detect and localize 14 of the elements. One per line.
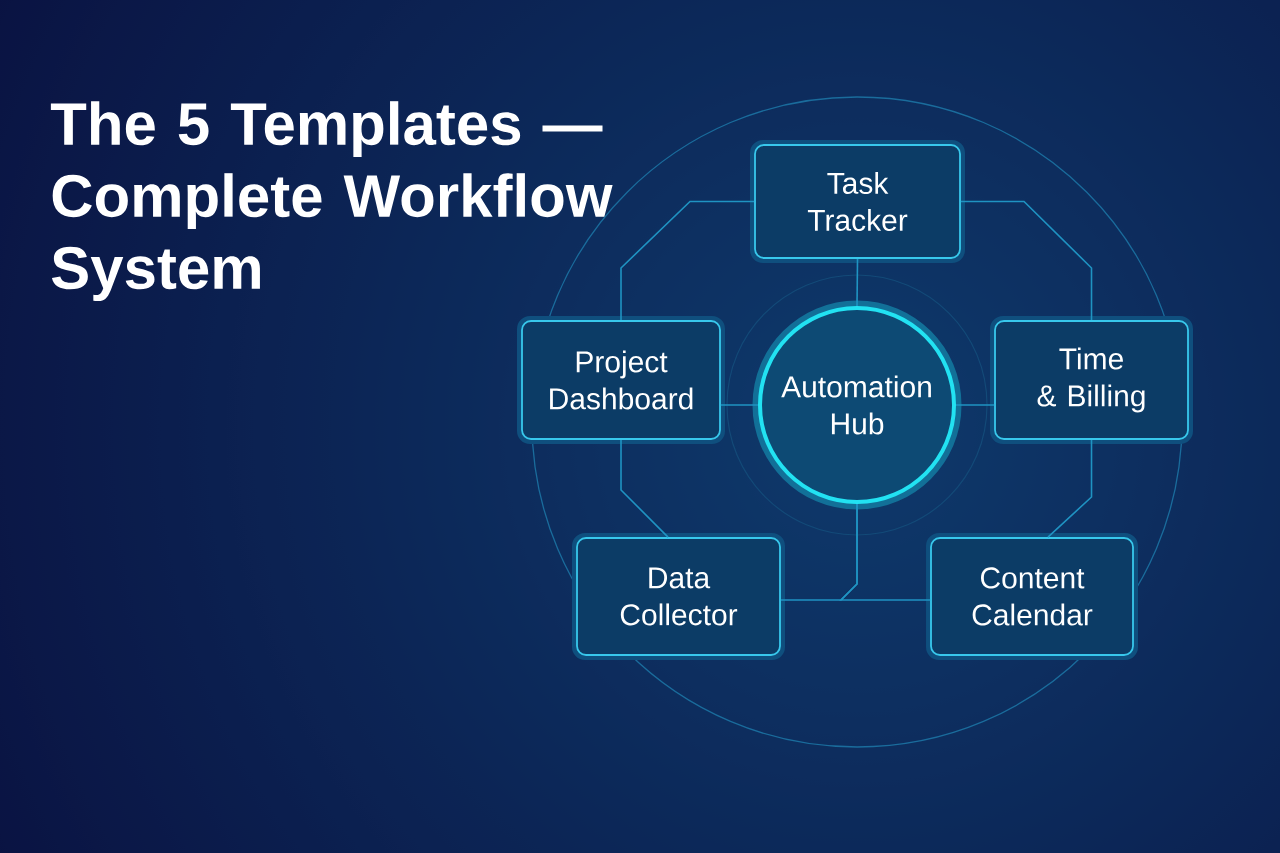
connector-line xyxy=(856,258,859,307)
title: The 5 Templates — Complete Workflow System xyxy=(50,101,613,302)
process-box: Time & Billing xyxy=(990,316,1193,444)
connector-line xyxy=(960,200,1093,321)
connector-line xyxy=(955,404,995,406)
process-box: Content Calendar xyxy=(926,533,1138,660)
process-box: Task Tracker xyxy=(750,140,965,263)
process-box: Project Dashboard xyxy=(517,316,725,444)
connector-line xyxy=(620,200,755,321)
connector-line xyxy=(839,503,931,601)
connector-line xyxy=(1047,439,1093,538)
connector-line xyxy=(720,404,759,406)
process-box: Data Collector xyxy=(572,533,785,660)
connector-line xyxy=(620,439,669,538)
